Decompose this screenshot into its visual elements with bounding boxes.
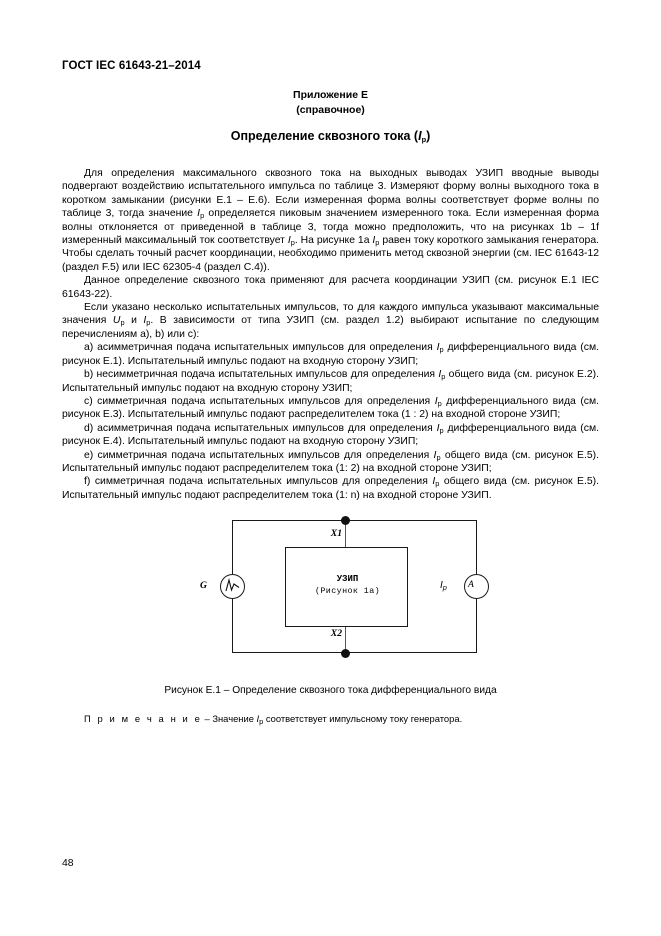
circuit-node-bottom (341, 649, 350, 658)
var-I: I (432, 476, 436, 488)
p1-part-b: определяется пиковым значением измеренно… (62, 208, 599, 247)
page-number: 48 (62, 858, 74, 869)
item-e-part-1: e) симметричная подача испытательных имп… (84, 449, 434, 461)
var-I: I (434, 395, 438, 407)
var-U: U (112, 315, 121, 327)
p1-part-c: . На рисунке 1a (294, 235, 373, 247)
figure-caption: Рисунок Е.1 – Определение сквозного тока… (164, 685, 497, 696)
item-c-part-1: c) симметричная подача испытательных имп… (84, 395, 435, 407)
note-label: П р и м е ч а н и е (84, 713, 202, 724)
var-I: I (433, 449, 437, 461)
section-title-variable: I (418, 129, 422, 143)
item-a-part-2: дифференциального вида (см. рисунок Е.1)… (62, 342, 599, 367)
item-b-part-1: b) несимметричная подача испытательных и… (84, 369, 439, 381)
annex-heading: Приложение Е (справочное) (62, 88, 599, 118)
impulse-generator-icon (220, 574, 245, 599)
item-d-part-1: d) асимметричная подача испытательных им… (84, 422, 437, 434)
ammeter-label: A (468, 579, 474, 590)
paragraph-2: Данное определение сквозного тока примен… (62, 275, 599, 300)
var-sub-p: p (441, 372, 446, 382)
var-I: I (436, 422, 440, 434)
current-label-subscript: p (442, 583, 447, 592)
document-standard-header: ГОСТ IEC 61643-21–2014 (62, 60, 201, 72)
item-f-part-1: f) симметричная подача испытательных имп… (84, 476, 433, 488)
item-f-part-2: общего вида (см. рисунок Е.5). Испытател… (62, 476, 599, 501)
list-item-e: e) симметричная подача испытательных имп… (62, 449, 599, 476)
item-e-part-2: общего вида (см. рисунок Е.5). Испытател… (62, 449, 599, 474)
annex-title: Приложение Е (293, 89, 368, 101)
p1-part-a: Для определения максимального сквозного … (62, 168, 599, 220)
impulse-waveform-icon (225, 577, 240, 592)
section-title-suffix: ) (426, 129, 431, 143)
spd-device-labels: УЗИП (Рисунок 1a) (286, 573, 409, 597)
var-sub-p: p (436, 452, 441, 462)
terminal-label-x1: X1 (330, 528, 342, 539)
var-I: I (287, 235, 291, 247)
section-title-prefix: Определение сквозного тока ( (230, 129, 419, 143)
current-measurement-label: Ip (440, 580, 447, 592)
circuit-diagram-figure: УЗИП (Рисунок 1a) X1 X2 G Ip A (200, 510, 502, 665)
body-text-block: Для определения максимального сквозного … (62, 167, 599, 502)
var-sub-p: p (435, 479, 440, 489)
note-text: соответствует импульсному току генератор… (263, 713, 463, 724)
terminal-label-x2: X2 (330, 628, 342, 639)
var-sub-p: p (290, 238, 295, 248)
item-a-part-1: a) асимметричная подача испытательных им… (84, 342, 437, 354)
var-sub-p: p (375, 238, 380, 248)
var-sub-p: p (259, 717, 264, 726)
circuit-wire-bottom-stub (345, 627, 347, 653)
paragraph-3: Если указано несколько испытательных имп… (62, 301, 599, 341)
paragraph-1: Для определения максимального сквозного … (62, 167, 599, 274)
var-I: I (438, 369, 442, 381)
var-sub-p: p (120, 318, 125, 328)
var-sub-p: p (146, 318, 151, 328)
ammeter-icon (464, 574, 489, 599)
p3-part-c: . В зависимости от типа УЗИП (см. раздел… (62, 315, 599, 340)
var-sub-p: p (439, 345, 444, 355)
list-item-f: f) симметричная подача испытательных имп… (62, 475, 599, 502)
p3-part-a: Если указано несколько испытательных имп… (62, 302, 599, 327)
figure-note: П р и м е ч а н и е – Значение Ip соотве… (84, 713, 599, 726)
var-I: I (372, 235, 376, 247)
var-I: I (143, 315, 147, 327)
section-title: Определение сквозного тока (Ip) (62, 129, 599, 144)
var-I: I (197, 208, 201, 220)
list-item-d: d) асимметричная подача испытательных им… (62, 422, 599, 449)
note-dash: – Значение (201, 713, 257, 724)
var-sub-p: p (439, 425, 444, 435)
var-sub-p: p (200, 211, 205, 221)
var-I: I (256, 713, 260, 724)
item-b-part-2: общего вида (см. рисунок Е.2). Испытател… (62, 369, 600, 394)
list-item-a: a) асимметричная подача испытательных им… (62, 341, 599, 368)
list-item-b: b) несимметричная подача испытательных и… (62, 368, 599, 395)
current-label-variable: I (440, 580, 443, 591)
spd-device-name: УЗИП (336, 574, 359, 584)
p1-part-d: равен току короткого замыкания генератор… (62, 235, 600, 273)
page-content: ГОСТ IEC 61643-21–2014 Приложение Е (спр… (62, 0, 599, 936)
p3-part-b: и (124, 315, 144, 327)
var-I: I (436, 342, 440, 354)
spd-device-reference: (Рисунок 1a) (314, 586, 381, 596)
item-c-part-2: дифференциального вида (см. рисунок Е.3)… (62, 395, 600, 421)
list-item-c: c) симметричная подача испытательных имп… (62, 395, 599, 422)
circuit-node-top (341, 516, 350, 525)
section-title-subscript: p (421, 135, 427, 144)
circuit-wire-top-stub (345, 520, 347, 547)
spd-device-box: УЗИП (Рисунок 1a) (285, 547, 408, 627)
item-d-part-2: дифференциального вида (см. рисунок Е.4)… (62, 422, 599, 448)
var-sub-p: p (437, 398, 442, 408)
annex-subtitle: (справочное) (296, 104, 365, 116)
generator-label: G (200, 580, 207, 591)
